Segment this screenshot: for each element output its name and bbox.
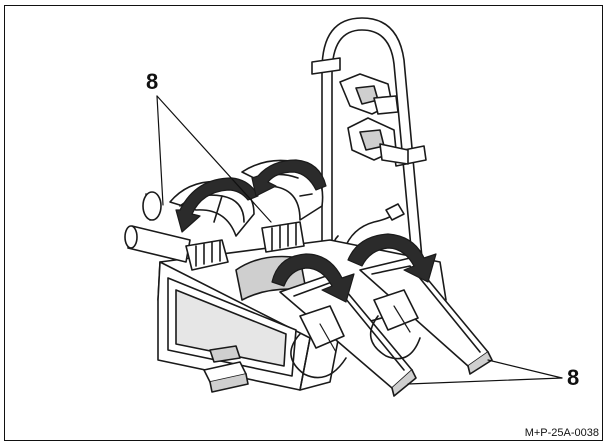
rail-strap-buckles xyxy=(290,289,421,379)
strap-arrow-front-left xyxy=(175,177,259,233)
leader-left-b xyxy=(156,95,272,223)
strap-arrow-rear-left xyxy=(271,253,355,303)
callout-leader-lines xyxy=(156,95,563,385)
leader-right-a xyxy=(407,377,563,385)
leader-right-b xyxy=(487,359,563,379)
figure-code: M+P-25A-0038 xyxy=(524,427,599,439)
clamp-knob-upper xyxy=(339,73,399,115)
leader-left-a xyxy=(156,95,164,206)
strap-arrow-group xyxy=(175,159,437,303)
ratchet-buckle-right xyxy=(261,221,305,253)
wheel-rail-right xyxy=(359,257,493,375)
power-cable xyxy=(332,203,405,257)
strap-arrow-rear-right xyxy=(347,233,437,283)
clamp-knob-lower xyxy=(347,117,409,165)
left-crossbar xyxy=(124,191,191,263)
tilt-pedal xyxy=(203,361,249,393)
strap-arrow-front-right xyxy=(251,159,327,197)
ratchet-buckle-left xyxy=(185,239,229,271)
callout-label-right: 8 xyxy=(567,365,580,390)
callout-label-left: 8 xyxy=(146,69,159,94)
